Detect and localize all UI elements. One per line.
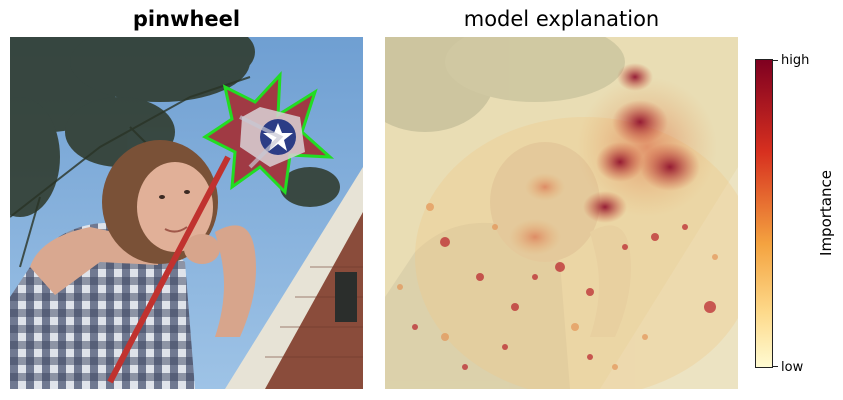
colorbar-low-label: low: [781, 360, 804, 375]
colorbar-tick-high: [773, 60, 778, 61]
right-panel-title: model explanation: [463, 7, 660, 31]
colorbar-high-label: high: [781, 53, 810, 68]
left-panel-title: pinwheel: [132, 7, 241, 31]
input-photo: [10, 37, 363, 389]
importance-colorbar: [755, 59, 773, 368]
explanation-heatmap: [385, 37, 738, 389]
colorbar-tick-low: [773, 366, 778, 367]
colorbar-axis-label: Importance: [817, 170, 835, 256]
